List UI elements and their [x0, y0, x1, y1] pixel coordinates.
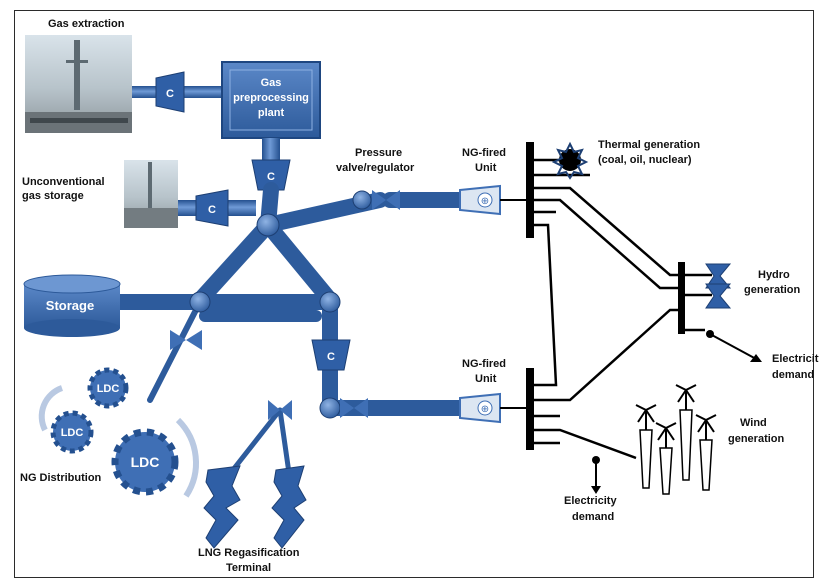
compressor-unconventional: C [195, 189, 229, 227]
gas-extraction-label: Gas extraction [48, 18, 125, 30]
power-lines [534, 158, 712, 460]
svg-text:LDC: LDC [61, 427, 84, 439]
storage-tank: Storage [23, 274, 121, 337]
ng-unit-bottom-label-1: NG-fired [462, 358, 506, 370]
compressor-plant: C [251, 159, 291, 191]
wind-label-1: Wind [740, 417, 767, 429]
lng-label-1: LNG Regasification [198, 547, 300, 559]
electricity-right-label-1: Electricity [772, 353, 819, 365]
wind-label-2: generation [728, 433, 785, 445]
svg-text:⊕: ⊕ [481, 404, 489, 415]
ldc-arcs [38, 385, 199, 498]
pressure-valve-top [372, 190, 400, 210]
gas-extraction-image [25, 35, 132, 133]
electricity-bottom-label-1: Electricity [564, 495, 617, 507]
compressor-top: C [155, 71, 185, 113]
hydro-icon [705, 263, 732, 309]
svg-text:LDC: LDC [131, 454, 160, 470]
svg-text:C: C [208, 204, 216, 216]
unconventional-storage-image [124, 160, 178, 228]
ng-unit-top-label-2: Unit [475, 162, 497, 174]
electricity-bottom-label-2: demand [572, 511, 614, 523]
busbars [526, 142, 685, 450]
lng-terminal-icon [203, 465, 307, 549]
thermal-label-1: Thermal generation [598, 139, 700, 151]
hydro-label-2: generation [744, 284, 801, 296]
pressure-valve-bottom [340, 398, 368, 418]
hydro-label-1: Hydro [758, 269, 790, 281]
svg-text:preprocessing: preprocessing [233, 92, 309, 104]
thermal-label-2: (coal, oil, nuclear) [598, 154, 692, 166]
ng-fired-unit-top: ⊕ [459, 184, 528, 216]
ldc-gear-3: LDC [111, 428, 179, 496]
unconventional-label-2: gas storage [22, 190, 84, 202]
wind-turbines-icon [635, 384, 717, 495]
svg-text:C: C [166, 88, 174, 100]
ldc-gear-2: LDC [50, 410, 94, 454]
svg-text:⊕: ⊕ [481, 196, 489, 207]
ng-distribution-label: NG Distribution [20, 472, 102, 484]
svg-text:C: C [327, 351, 335, 363]
ng-unit-bottom-label-2: Unit [475, 373, 497, 385]
svg-text:plant: plant [258, 107, 285, 119]
svg-text:Gas: Gas [261, 77, 282, 89]
svg-text:LDC: LDC [97, 383, 120, 395]
svg-text:Storage: Storage [46, 298, 94, 313]
electricity-demand-bottom-arrow [591, 456, 601, 494]
electricity-demand-right-arrow [706, 330, 762, 362]
ng-unit-top-label-1: NG-fired [462, 147, 506, 159]
ldc-gear-1: LDC [87, 367, 129, 409]
pipe-joints [189, 190, 372, 419]
valve-lng [268, 400, 292, 420]
compressor-middle: C [311, 339, 351, 371]
svg-text:C: C [267, 171, 275, 183]
thermal-plant-icon [551, 141, 589, 180]
electricity-right-label-2: demand [772, 369, 814, 381]
gas-preprocessing-plant: Gas preprocessing plant [221, 61, 321, 139]
lng-label-2: Terminal [226, 562, 271, 574]
pressure-label-1: Pressure [355, 147, 402, 159]
ng-fired-unit-bottom: ⊕ [459, 392, 528, 424]
valve-storage [170, 330, 202, 350]
pressure-label-2: valve/regulator [336, 162, 415, 174]
unconventional-label-1: Unconventional [22, 176, 105, 188]
